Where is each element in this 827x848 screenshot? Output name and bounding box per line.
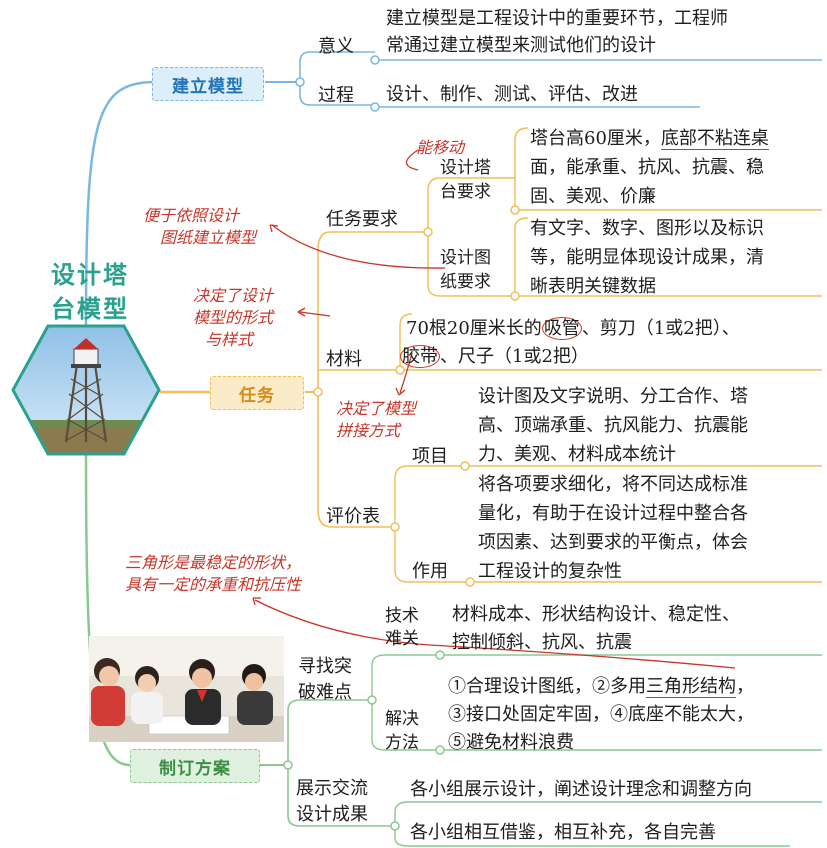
tower-req-line1: 塔台高60厘米，底部不粘连桌 <box>530 124 769 153</box>
note-shape-style-1: 决定了设计 <box>193 286 274 305</box>
note-triangle-2: 具有一定的承重和抗压性 <box>125 575 302 594</box>
meaning-label: 意义 <box>318 36 354 57</box>
note-build-by-drawing-2: 图纸建立模型 <box>160 228 257 247</box>
note-build-by-drawing-1: 便于依照设计 <box>143 206 240 225</box>
tower-req-line1-b: 底部不粘连桌 <box>660 128 769 150</box>
effect-line3: 项因素、达到要求的平衡点，体会 <box>478 532 748 553</box>
share-label-2: 设计成果 <box>296 804 368 825</box>
effect-label: 作用 <box>412 561 448 582</box>
drawing-req-line1: 有文字、数字、图形以及标识 <box>530 218 764 239</box>
drawing-req-line2: 等，能明显体现设计成果，清 <box>530 247 764 268</box>
solution-label-1: 解决 <box>385 709 419 729</box>
meaning-line2: 常通过建立模型来测试他们的设计 <box>386 35 656 56</box>
solution-line1-c: ， <box>736 676 754 697</box>
effect-line4: 工程设计的复杂性 <box>478 561 622 582</box>
materials-line1: 70根20厘米长的吸管、剪刀（1或2把）、 <box>406 314 740 343</box>
tower-req-label-1: 设计塔 <box>440 158 491 178</box>
tower-photo-hexagon <box>11 324 161 456</box>
note-movable: 能移动 <box>416 138 465 157</box>
share-line2: 各小组相互借鉴，相互补充，各自完善 <box>410 822 716 843</box>
root-title-line1: 设计塔 <box>51 261 129 289</box>
items-line2: 高、顶端承重、抗风能力、抗震能 <box>478 415 748 436</box>
tower-req-line3: 固、美观、价廉 <box>530 186 656 207</box>
materials-label: 材料 <box>326 349 362 370</box>
meaning-line1: 建立模型是工程设计中的重要环节，工程师 <box>386 8 728 29</box>
note-assembly-1: 决定了模型 <box>336 399 417 418</box>
arrow-movable <box>405 149 419 171</box>
effect-line2: 量化，有助于在设计过程中整合各 <box>478 503 748 524</box>
solution-line1: ①合理设计图纸，②多用三角形结构， <box>448 672 754 701</box>
items-label: 项目 <box>412 446 448 467</box>
root-title-line2: 台模型 <box>51 295 129 323</box>
note-shape-style-3: 与样式 <box>205 330 254 349</box>
solution-line2: ③接口处固定牢固，④底座不能太大， <box>448 704 754 725</box>
items-line1: 设计图及文字说明、分工合作、塔 <box>478 386 748 407</box>
straw-circled: 吸管 <box>541 317 582 340</box>
items-line3: 力、美观、材料成本统计 <box>478 444 676 465</box>
drawing-req-label-2: 纸要求 <box>440 272 491 292</box>
solution-line3: ⑤避免材料浪费 <box>448 732 574 753</box>
materials-line2-b: 、尺子（1或2把） <box>440 346 589 367</box>
note-triangle-1: 三角形是最稳定的形状， <box>125 553 302 572</box>
solution-line1-a: ①合理设计图纸，②多用 <box>448 676 646 697</box>
drawing-req-label-1: 设计图 <box>440 248 491 268</box>
materials-line1-c: 、剪刀（1或2把）、 <box>581 318 740 339</box>
tower-req-line1-a: 塔台高60厘米， <box>530 128 661 149</box>
root-title: 设计塔 台模型 <box>30 258 150 326</box>
note-assembly-2: 拼接方式 <box>336 421 401 440</box>
difficulty-line2: 控制倾斜、抗风、抗震 <box>452 632 632 653</box>
materials-line2: 胶带、尺子（1或2把） <box>400 342 589 371</box>
process-text: 设计、制作、测试、评估、改进 <box>386 84 638 105</box>
tag-build-model: 建立模型 <box>152 67 264 101</box>
drawing-req-line3: 晰表明关键数据 <box>530 276 656 297</box>
tag-plan: 制订方案 <box>130 749 260 783</box>
req-label: 任务要求 <box>326 209 398 230</box>
difficulty-label-2: 难关 <box>385 629 419 649</box>
tower-req-line2: 面，能承重、抗风、抗震、稳 <box>530 157 764 178</box>
eval-label: 评价表 <box>326 506 380 527</box>
share-line1: 各小组展示设计，阐述设计理念和调整方向 <box>410 779 752 800</box>
tag-task: 任务 <box>210 376 304 410</box>
triangle-structure-underlined: 三角形结构 <box>646 676 736 698</box>
students-photo <box>89 636 284 742</box>
materials-line1-a: 70根20厘米长的 <box>406 318 542 339</box>
difficulty-line1: 材料成本、形状结构设计、稳定性、 <box>452 604 740 625</box>
breakthrough-label-1: 寻找突 <box>298 656 352 677</box>
effect-line1: 将各项要求细化，将不同达成标准 <box>478 474 748 495</box>
solution-label-2: 方法 <box>385 733 419 753</box>
process-label: 过程 <box>318 85 354 106</box>
breakthrough-label-2: 破难点 <box>298 682 352 703</box>
share-label-1: 展示交流 <box>296 778 368 799</box>
note-shape-style-2: 模型的形式 <box>193 308 274 327</box>
tower-req-label-2: 台要求 <box>440 182 491 202</box>
difficulty-label-1: 技术 <box>385 606 419 626</box>
tape-circled: 胶带 <box>400 345 440 368</box>
